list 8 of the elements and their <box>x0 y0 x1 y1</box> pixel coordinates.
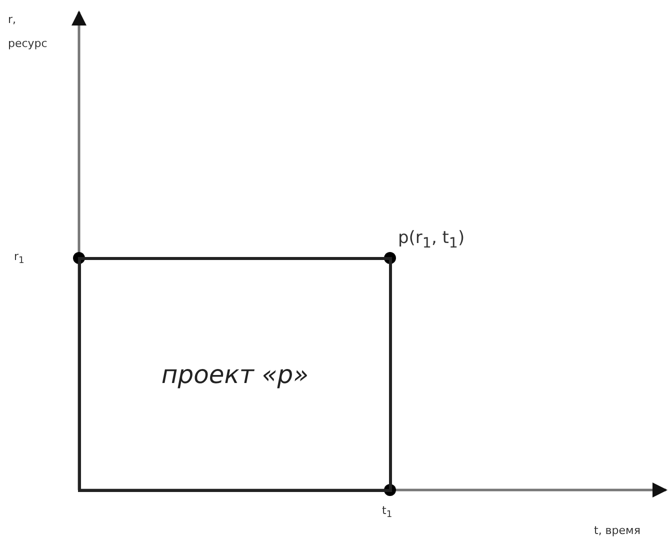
point-label: r$_{1}$ <box>14 251 24 266</box>
project-label: проект «р» <box>161 360 309 389</box>
point-label: p(r$_{1}$, t$_{1}$) <box>398 230 465 251</box>
axis-label: t, время <box>594 525 640 536</box>
axis-label: ресурс <box>8 38 48 49</box>
project-rectangle <box>78 257 392 492</box>
point-label: t$_{1}$ <box>382 505 392 520</box>
axis-label: r, <box>8 14 16 25</box>
